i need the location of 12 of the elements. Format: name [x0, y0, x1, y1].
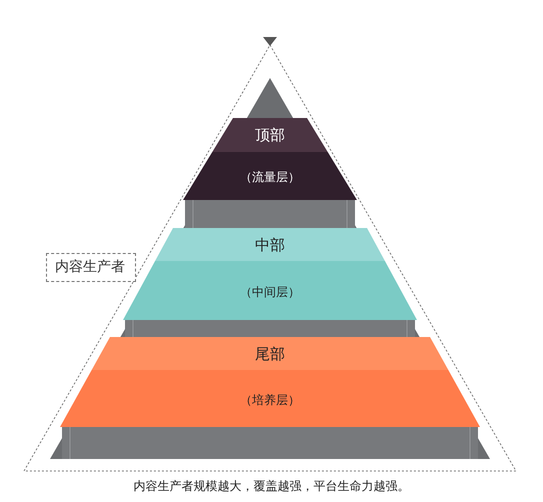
label-text: 内容生产者 [55, 258, 125, 277]
pyramid-tier [183, 118, 357, 200]
tier-subtitle: （中间层） [240, 284, 300, 300]
tier-title: 顶部 [255, 125, 285, 145]
pyramid-tier [60, 337, 480, 427]
tier-subtitle: （培养层） [240, 392, 300, 408]
tier-subtitle: （流量层） [240, 169, 300, 186]
label-box [46, 253, 136, 282]
caption: 内容生产者规模越大，覆盖越强，平台生命力越强。 [132, 478, 410, 495]
pyramid-tier [123, 228, 417, 320]
tier-title: 中部 [255, 234, 285, 254]
tier-title: 尾部 [255, 344, 285, 364]
